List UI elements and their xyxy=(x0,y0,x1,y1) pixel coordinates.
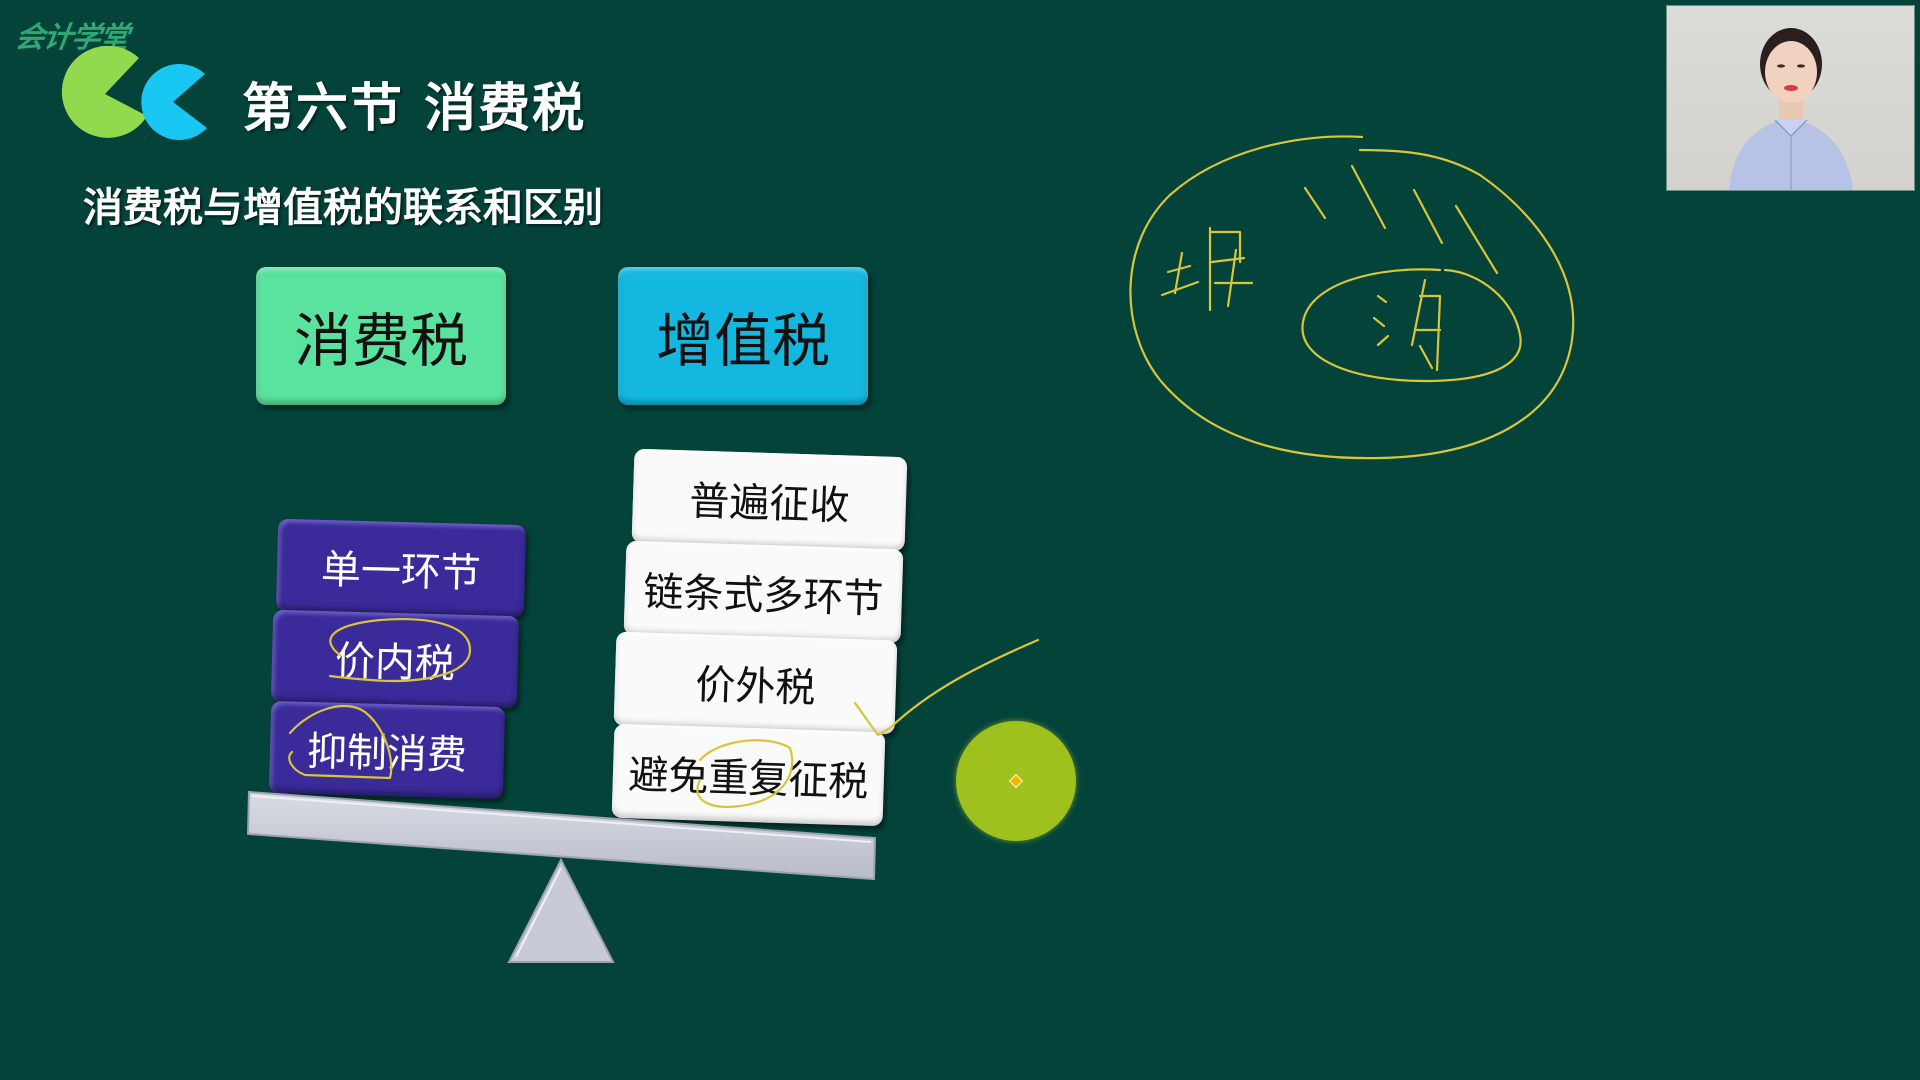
vat-header: 增值税 xyxy=(618,267,868,405)
presenter-webcam-feed xyxy=(1666,5,1915,191)
slide-subtitle: 消费税与增值税的联系和区别 xyxy=(83,185,603,231)
pointer-cursor-icon xyxy=(1008,773,1024,789)
laser-pointer-circle xyxy=(956,721,1076,841)
brand-logo-icon xyxy=(61,45,207,140)
section-title: 第六节 消费税 xyxy=(242,79,587,139)
presenter-avatar-icon xyxy=(1729,28,1853,190)
consumption-tax-header: 消费税 xyxy=(256,267,506,405)
scale-fulcrum xyxy=(507,857,615,963)
scale-beam xyxy=(246,790,877,881)
